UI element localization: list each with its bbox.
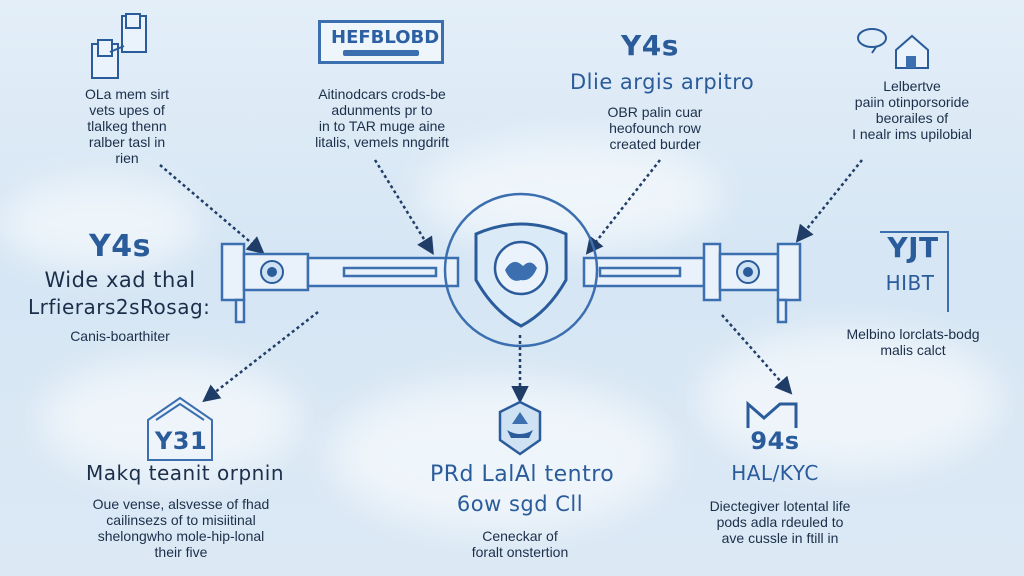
top-center-subheading: Dlie argis arpitro [570, 70, 755, 94]
logo-box: HEFBLOBD [318, 20, 444, 64]
bottom-right-description: Diectegiver lotental life pods adla rdeu… [709, 498, 851, 547]
bottom-center-description: Ceneckar of foralt onstertion [471, 528, 569, 561]
mid-left-title: Wide xad thal [44, 268, 196, 292]
shield-icon [474, 222, 568, 328]
mid-right-heading: YJT [887, 231, 939, 264]
bottom-center-subtitle: 6ow sgd Cll [456, 492, 584, 516]
mid-right-caption: Melbino lorclats-bodg malis calct [846, 326, 980, 359]
top-right-description: Lelbertve paiin otinporsoride beorailes … [852, 78, 972, 143]
users-icon [91, 13, 147, 79]
emblem-icon [736, 260, 760, 284]
mid-left-subtitle: Lrfierars2sRosag: [28, 295, 211, 319]
bottom-left-title: Makq teanit orpnin [86, 461, 285, 485]
mid-right-title: HIBT [885, 271, 935, 295]
mid-left-heading: Y4s [89, 229, 151, 264]
bottom-right-heading: 94s [750, 427, 800, 455]
boat-emblem-icon [498, 400, 542, 456]
chat-house-icon [857, 28, 929, 69]
top-center-description: OBR palin cuar heofounch row created bur… [607, 104, 703, 153]
logo-bar [343, 50, 419, 56]
central-beam [220, 242, 802, 324]
mid-left-caption: Canis-boarthiter [70, 328, 170, 344]
connector-lines [159, 159, 863, 404]
frame-box [880, 231, 949, 312]
emblem-icon [260, 260, 284, 284]
bottom-left-description: Oue vense, alsvesse of fhad cailinsezs o… [92, 496, 270, 561]
top-center-heading: Y4s [621, 29, 679, 62]
top-left-description: OLa mem sirt vets upes of tlalkeg thenn … [84, 86, 169, 167]
mountain-icon [746, 400, 798, 428]
bottom-right-title: HAL/KYC [731, 461, 819, 485]
bottom-left-heading: Y31 [154, 427, 208, 455]
bottom-center-title: PRd LalAl tentro [430, 462, 615, 487]
top-center-left-description: Aitinodcars crods-be adunments pr to in … [315, 86, 449, 151]
house-icon [147, 396, 213, 461]
logo-text: HEFBLOBD [331, 27, 440, 48]
